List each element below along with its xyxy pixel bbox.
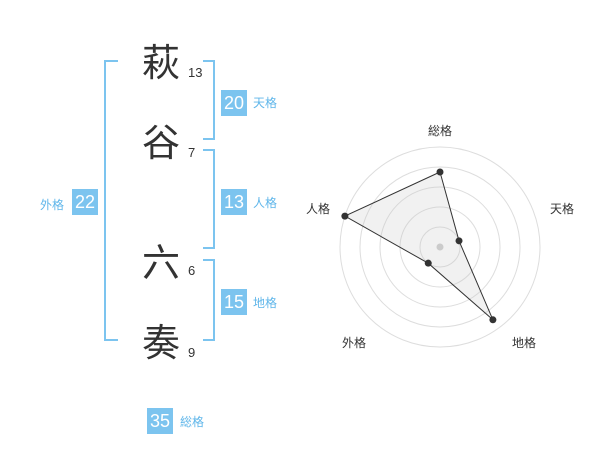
tenkaku-badge: 20 (221, 90, 247, 116)
radar-ring-5 (339, 146, 541, 348)
jinkaku-badge: 13 (221, 189, 247, 215)
radar-ring-4 (359, 166, 521, 328)
soukaku-badge: 35 (147, 408, 173, 434)
radar-axis-label-2: 天格 (550, 201, 574, 216)
radar-point-2 (455, 237, 463, 245)
radar-point-1 (436, 168, 444, 176)
radar-ring-3 (379, 186, 501, 308)
stroke-count-1: 13 (188, 65, 203, 80)
soukaku-label: 総格 (180, 415, 205, 429)
chikaku-badge: 15 (221, 289, 247, 315)
stroke-count-4: 9 (188, 345, 196, 360)
radar-point-3 (489, 316, 497, 324)
radar-point-4 (424, 259, 432, 267)
chikaku-bracket (203, 259, 215, 341)
radar-center (436, 243, 444, 251)
radar-polygon (343, 171, 494, 321)
tenkaku-label: 天格 (253, 96, 278, 110)
jinkaku-bracket (203, 149, 215, 249)
tenkaku-bracket (203, 60, 215, 140)
radar-point-5 (341, 212, 349, 220)
gaikaku-bracket (104, 60, 118, 341)
chikaku-label: 地格 (253, 296, 278, 310)
name-char-3: 六 (141, 241, 180, 285)
name-char-4: 奏 (141, 321, 180, 365)
stroke-count-2: 7 (188, 145, 196, 160)
radar-ring-1 (419, 226, 461, 268)
gaikaku-badge: 22 (72, 189, 98, 215)
jinkaku-label: 人格 (253, 196, 278, 210)
radar-axis-label-3: 地格 (512, 335, 536, 350)
radar-axis-label-4: 外格 (342, 335, 366, 350)
name-char-1: 萩 (141, 41, 180, 85)
stroke-count-3: 6 (188, 263, 196, 278)
radar-axis-label-5: 人格 (306, 201, 330, 216)
name-char-2: 谷 (141, 121, 180, 165)
gaikaku-label: 外格 (40, 198, 65, 212)
radar-axis-label-1: 総格 (428, 123, 452, 138)
